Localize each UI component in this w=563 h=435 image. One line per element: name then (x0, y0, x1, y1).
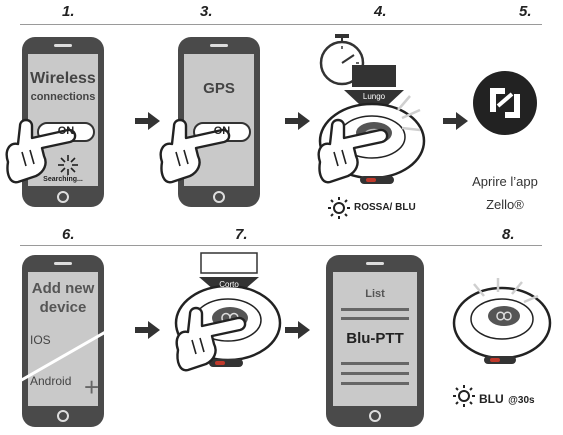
step-number-5: 5. (519, 3, 532, 20)
add-device-title-line1: Add new (31, 280, 95, 297)
zello-app-icon (473, 71, 537, 135)
open-app-caption-line2: Zello® (486, 197, 524, 212)
list-title: List (365, 288, 385, 300)
arrow-right-icon (135, 321, 160, 339)
step-number-1: 1. (62, 3, 75, 20)
loading-spinner-icon (58, 155, 78, 175)
led-sun-icon (328, 197, 350, 219)
led-blue-text: BLU @30s (479, 390, 535, 408)
ptt-device (452, 286, 552, 364)
led-glow-rays (397, 95, 421, 132)
arrow-right-icon (135, 112, 160, 130)
arrow-right-icon (285, 112, 310, 130)
middle-divider (20, 245, 542, 246)
phone-device-list (326, 255, 424, 427)
short-press-label: Corto (219, 280, 239, 289)
phone1-title-line1: Wireless (30, 70, 96, 87)
plus-icon[interactable]: + (84, 372, 100, 402)
step-number-3: 3. (200, 3, 213, 20)
led-red-blue-text: ROSSA/ BLU (354, 202, 416, 213)
led-blue-label: BLU (479, 392, 504, 406)
wireless-on-toggle[interactable]: ON (57, 125, 75, 137)
step-number-7: 7. (235, 226, 248, 243)
phone-gps (178, 37, 260, 207)
ios-option[interactable]: IOS (30, 333, 51, 347)
step-number-4: 4. (374, 3, 387, 20)
led-sun-icon (453, 385, 475, 407)
gps-title: GPS (203, 80, 235, 97)
top-divider (20, 24, 542, 25)
phone-add-device (22, 255, 104, 427)
open-app-caption-line1: Aprire l’app (472, 174, 538, 189)
step-number-6: 6. (62, 226, 75, 243)
gps-on-toggle[interactable]: ON (213, 125, 231, 137)
phone1-title-line2: connections (30, 91, 96, 103)
long-press-label: Lungo (362, 92, 386, 101)
arrow-right-icon (443, 112, 468, 130)
blu-ptt-list-item[interactable]: Blu-PTT (346, 330, 404, 347)
arrow-right-icon (285, 321, 310, 339)
led-interval-label: @30s (508, 395, 535, 406)
add-device-title-line2: device (39, 299, 87, 316)
android-option[interactable]: Android (30, 374, 72, 388)
step-number-8: 8. (502, 226, 515, 243)
cut-line (17, 316, 131, 384)
led-glow-rays (473, 278, 539, 304)
searching-status: Searching... (43, 176, 83, 183)
